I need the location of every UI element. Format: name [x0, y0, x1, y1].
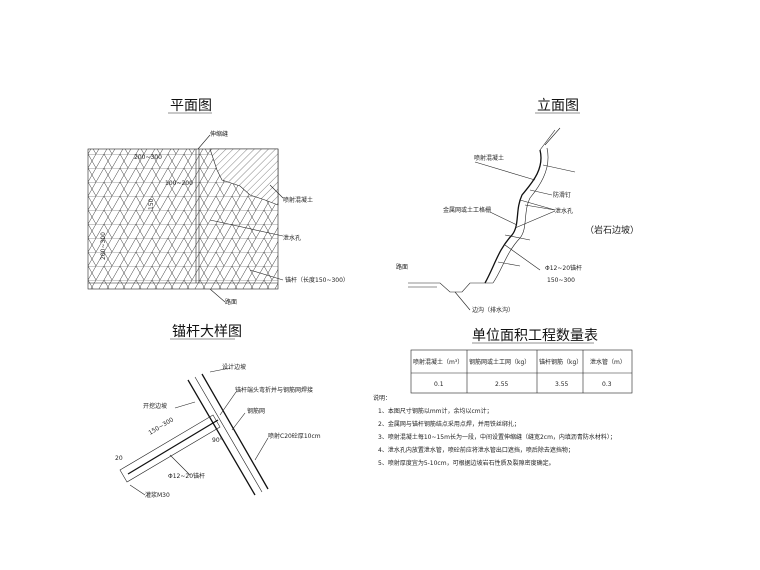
label-shotcrete-elev: 喷射混凝土	[474, 154, 504, 162]
note-item: 3、喷射混凝土每10~15m长为一段，中间设置伸缩缝（缝宽2cm，内填沥青防水材…	[378, 433, 616, 441]
notes: 说明： 1、本图尺寸钢筋以mm计，余均以cm计； 2、金属网与锚杆钢筋结点采用点…	[373, 394, 616, 467]
label-road-elev: 路面	[396, 263, 408, 271]
label-road: 路面	[225, 298, 237, 306]
dim-100-200: 100~200	[165, 180, 193, 187]
notes-heading: 说明：	[373, 394, 391, 402]
plan-outline	[87, 148, 279, 290]
label-shotcrete-c20: 喷射C20砼厚10cm	[268, 432, 321, 440]
header-drain-pipe: 泄水管（m）	[590, 358, 626, 366]
dim-150: 150	[148, 198, 155, 210]
rock-exposed-area	[209, 148, 279, 206]
steel-mesh-line	[194, 376, 263, 493]
label-anti-slip-nail: 防滑钉	[553, 191, 571, 199]
header-anchor-steel: 锚杆钢筋（kg）	[539, 358, 582, 366]
quantity-table: 单位面积工程数量表 喷射混凝土（m³） 钢筋网或土工网（kg） 锚杆钢筋（kg）…	[410, 328, 633, 394]
label-expansion-joint: 伸缩缝	[210, 130, 228, 138]
label-drain-hole: 泄水孔	[283, 234, 301, 242]
dim-200-300-vertical: 200~300	[100, 232, 107, 260]
note-item: 1、本图尺寸钢筋以mm计，余均以cm计；	[378, 407, 493, 415]
header-mesh: 钢筋网或土工网（kg）	[469, 358, 530, 366]
label-grout: 灌浆M30	[145, 491, 170, 499]
label-bend-note: 锚杆端头弯折并与钢筋网焊接	[235, 386, 313, 394]
dim-length: 150~300	[147, 416, 175, 436]
value-shotcrete: 0.1	[434, 381, 444, 388]
elevation-title: 立面图	[537, 98, 579, 114]
label-mesh: 金属网或土工格栅	[443, 206, 491, 214]
value-anchor-steel: 3.55	[555, 381, 569, 388]
dim-20: 20	[115, 455, 123, 462]
label-excavation-slope: 开挖边坡	[143, 402, 167, 410]
note-item: 5、喷射厚度宜为5-10cm，可根据边坡岩石性质及裂隙密度确定。	[378, 459, 555, 467]
label-steel-mesh: 钢筋网	[247, 407, 265, 415]
design-slope-line	[201, 373, 269, 490]
plan-view: 平面图 伸缩缝 200~300 100~200 150 200~300 喷射混凝…	[87, 98, 349, 306]
anchor-rod	[127, 419, 219, 475]
value-drain-pipe: 0.3	[602, 381, 612, 388]
label-anchor-length: 锚杆（长度150~300）	[285, 276, 349, 284]
dim-200-300: 200~300	[134, 154, 162, 161]
note-item: 2、金属网与锚杆钢筋结点采用点焊，并用铁丝绑扎；	[378, 420, 520, 428]
note-item: 4、泄水孔内放置泄水管，喷砼前应将泄水管出口遮挡，喷后除去遮挡物；	[378, 446, 574, 454]
label-anchor-rod: Φ12~20锚杆	[168, 472, 205, 480]
excavation-slope-line	[187, 379, 256, 496]
label-anchor-length-elev: 150~300	[547, 277, 575, 284]
label-shotcrete: 喷射混凝土	[283, 196, 313, 204]
label-slope-type: （岩石边坡）	[585, 224, 639, 236]
value-mesh: 2.55	[495, 381, 509, 388]
label-design-slope: 设计边坡	[222, 363, 246, 371]
header-shotcrete: 喷射混凝土（m³）	[413, 358, 463, 366]
ditch	[408, 282, 493, 293]
plan-title: 平面图	[170, 98, 212, 114]
label-drain-hole-elev: 泄水孔	[555, 207, 573, 215]
slope-surface	[484, 149, 542, 284]
table-title: 单位面积工程数量表	[472, 328, 598, 344]
shotcrete-layer	[492, 147, 549, 284]
label-ditch: 边沟（排水沟）	[472, 306, 514, 314]
anchor-detail-title: 锚杆大样图	[172, 324, 242, 340]
grout-body	[119, 414, 221, 483]
anchor-bar	[542, 164, 576, 173]
elevation-view: 立面图 喷射混凝土 防滑钉 泄水孔 金属网或土工格栅 Φ12~20锚杆 150~…	[396, 98, 639, 314]
label-anchor-elev: Φ12~20锚杆	[545, 264, 582, 272]
angle-90: 90°	[212, 437, 223, 444]
anchor-detail: 锚杆大样图 设计边坡 锚杆端头弯折并与钢筋网焊接 开挖边坡 钢筋网 喷射C20砼…	[115, 324, 321, 499]
